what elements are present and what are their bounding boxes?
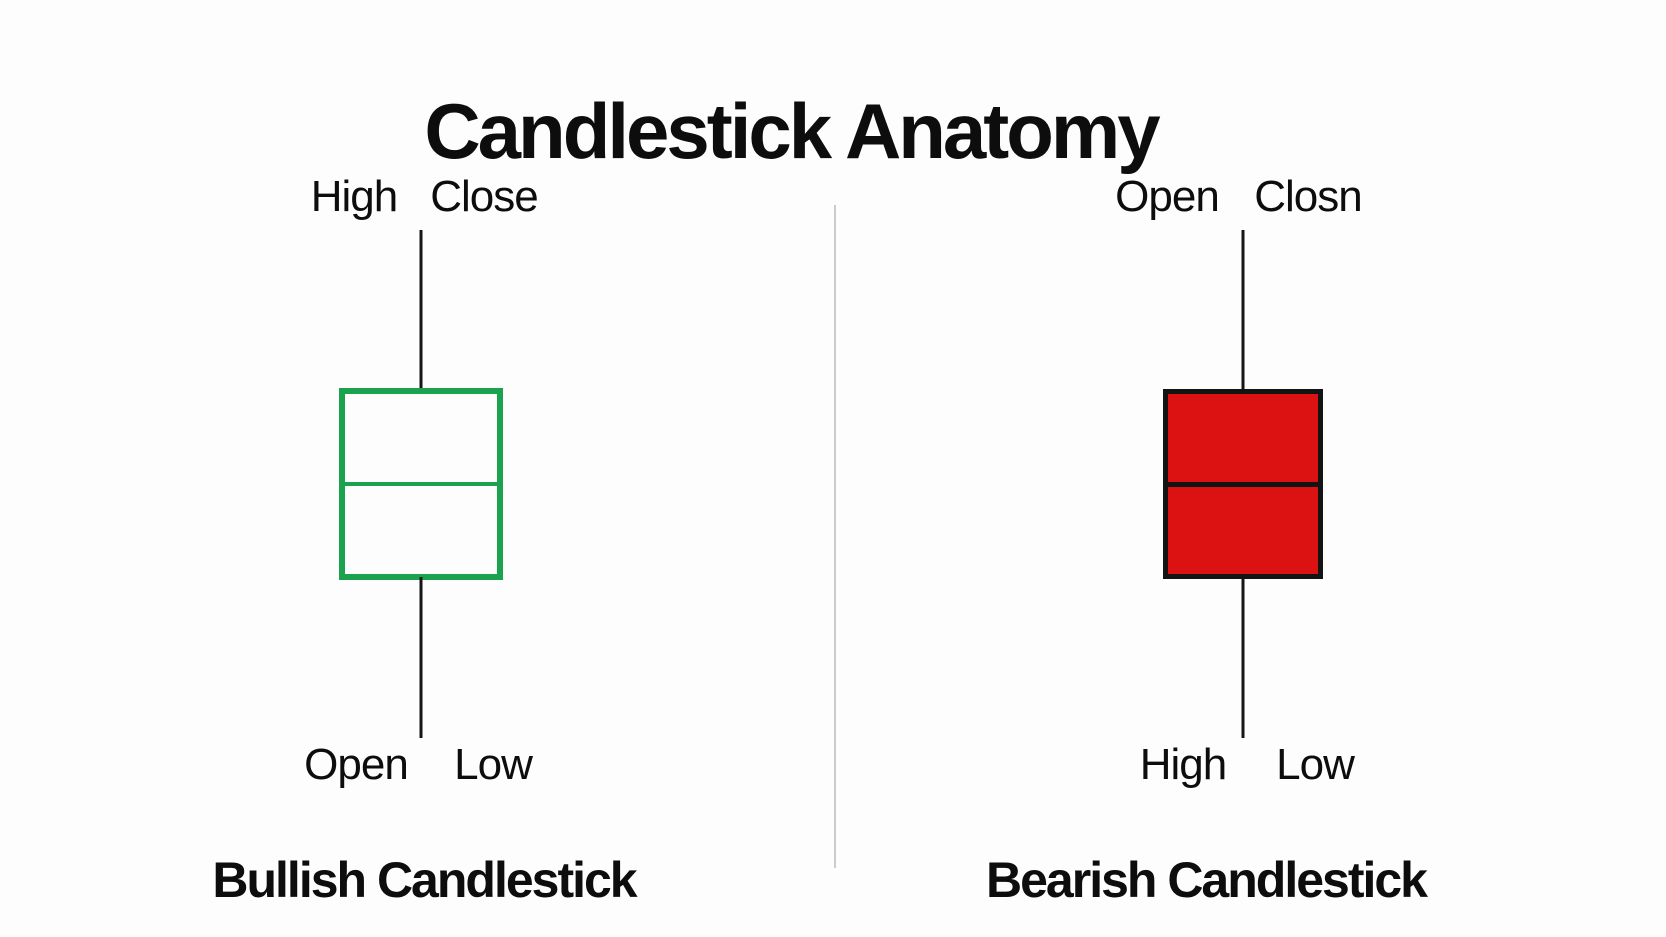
bearish-caption: Bearish Candlestick — [986, 852, 1428, 908]
bearish-high-label: High — [1139, 740, 1227, 789]
bullish-caption: Bullish Candlestick — [212, 852, 637, 908]
bullish-high-label: High — [310, 172, 398, 221]
bullish-close-label: Close — [430, 172, 538, 221]
bullish-lower-wick — [419, 577, 423, 738]
bearish-upper-wick — [1241, 230, 1245, 391]
bearish-low-label: Low — [1276, 740, 1355, 789]
bearish-close-label: Closn — [1254, 172, 1362, 221]
page-title: Candlestick Anatomy — [424, 87, 1160, 176]
bullish-open-close-divider — [345, 482, 497, 486]
bullish-candle-body — [339, 388, 503, 580]
panel-divider — [834, 205, 836, 868]
bullish-low-label: Low — [454, 740, 533, 789]
bearish-open-label: Open — [1115, 172, 1220, 221]
bearish-lower-wick — [1241, 577, 1245, 738]
bullish-upper-wick — [419, 230, 423, 390]
bearish-open-close-divider — [1168, 481, 1318, 487]
bullish-open-label: Open — [304, 740, 409, 789]
bearish-candle-body — [1163, 389, 1323, 579]
